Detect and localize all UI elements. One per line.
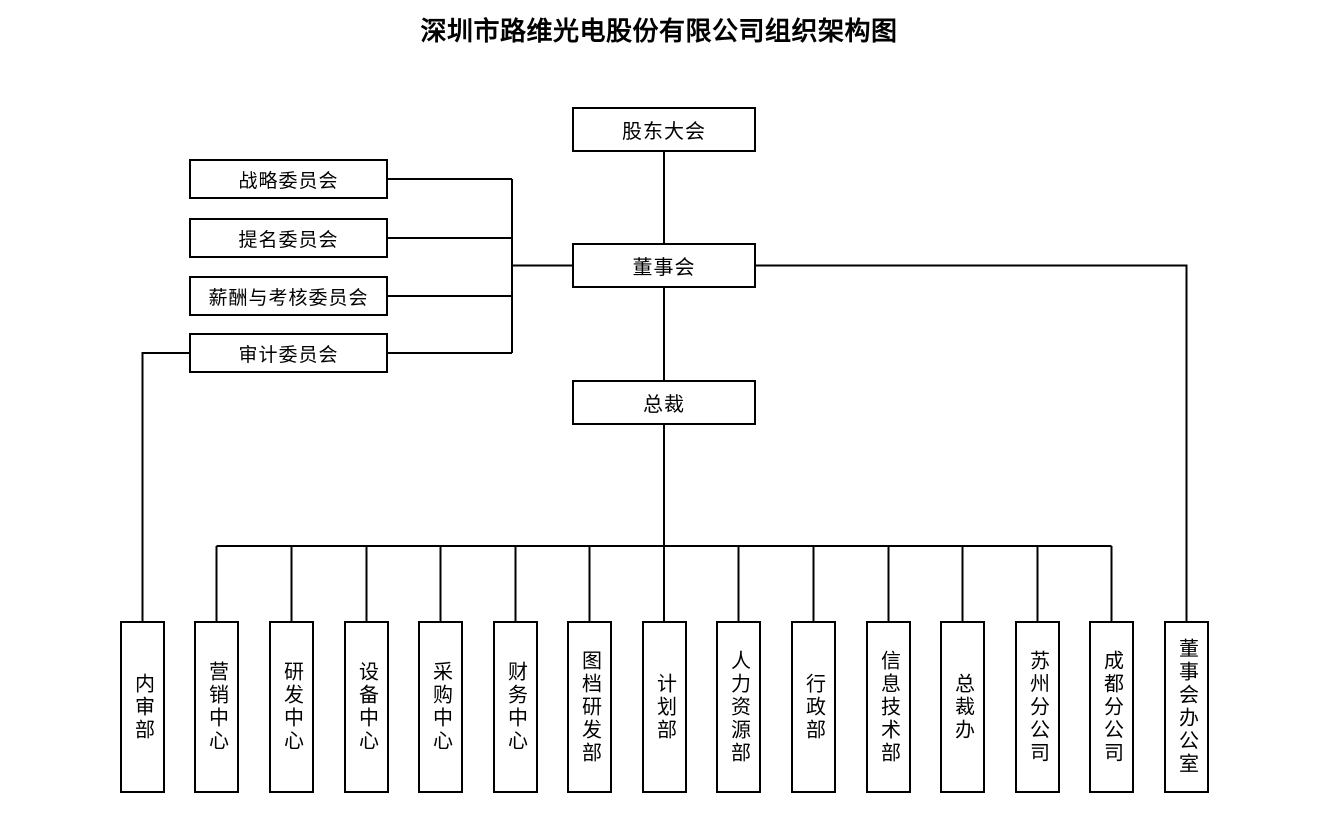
node-label: 成都分公司	[1100, 649, 1123, 765]
node-label: 采购中心	[429, 661, 452, 753]
node-label: 战略委员会	[238, 170, 339, 192]
node-board-of-directors: 董事会	[572, 243, 756, 288]
node-label: 人力资源部	[727, 649, 750, 765]
trunk-drop-lines	[215, 546, 1113, 621]
node-label: 苏州分公司	[1026, 649, 1049, 765]
node-finance-center: 财务中心	[493, 621, 538, 793]
node-strategy-committee: 战略委员会	[189, 159, 388, 199]
node-internal-audit-dept: 内审部	[120, 621, 165, 793]
node-label: 内审部	[131, 672, 154, 742]
node-administration-dept: 行政部	[791, 621, 836, 793]
node-label: 财务中心	[504, 661, 527, 753]
node-nomination-committee: 提名委员会	[189, 218, 388, 258]
node-label: 薪酬与考核委员会	[208, 287, 369, 309]
node-label: 审计委员会	[238, 344, 339, 366]
node-audit-committee: 审计委员会	[189, 333, 388, 373]
node-label: 图档研发部	[578, 649, 601, 765]
node-label: 总裁办	[951, 672, 974, 742]
node-equipment-center: 设备中心	[344, 621, 389, 793]
line-board-boardoffice	[756, 264, 1188, 621]
node-label: 信息技术部	[877, 649, 900, 765]
node-human-resources-dept: 人力资源部	[716, 621, 761, 793]
node-planning-dept: 计划部	[642, 621, 687, 793]
node-compensation-assessment-committee: 薪酬与考核委员会	[189, 276, 388, 316]
node-label: 股东大会	[622, 121, 706, 143]
node-presidents-office: 总裁办	[940, 621, 985, 793]
node-label: 营销中心	[205, 661, 228, 753]
node-information-technology-dept: 信息技术部	[866, 621, 911, 793]
node-chengdu-branch: 成都分公司	[1089, 621, 1134, 793]
node-board-office: 董事会办公室	[1164, 621, 1209, 793]
node-president: 总裁	[572, 380, 756, 425]
node-label: 行政部	[802, 672, 825, 742]
node-label: 设备中心	[355, 661, 378, 753]
node-suzhou-branch: 苏州分公司	[1015, 621, 1060, 793]
node-rnd-center: 研发中心	[269, 621, 314, 793]
node-label: 研发中心	[280, 661, 303, 753]
node-label: 董事会	[632, 257, 696, 279]
node-label: 提名委员会	[238, 229, 339, 251]
node-shareholders-meeting: 股东大会	[572, 107, 756, 152]
node-label: 董事会办公室	[1175, 638, 1198, 776]
node-drawing-archive-rnd-dept: 图档研发部	[567, 621, 612, 793]
node-procurement-center: 采购中心	[418, 621, 463, 793]
node-marketing-center: 营销中心	[194, 621, 239, 793]
node-label: 总裁	[643, 394, 685, 416]
line-audit-internalaudit	[141, 352, 189, 621]
page-title: 深圳市路维光电股份有限公司组织架构图	[420, 16, 898, 46]
node-label: 计划部	[653, 672, 676, 742]
